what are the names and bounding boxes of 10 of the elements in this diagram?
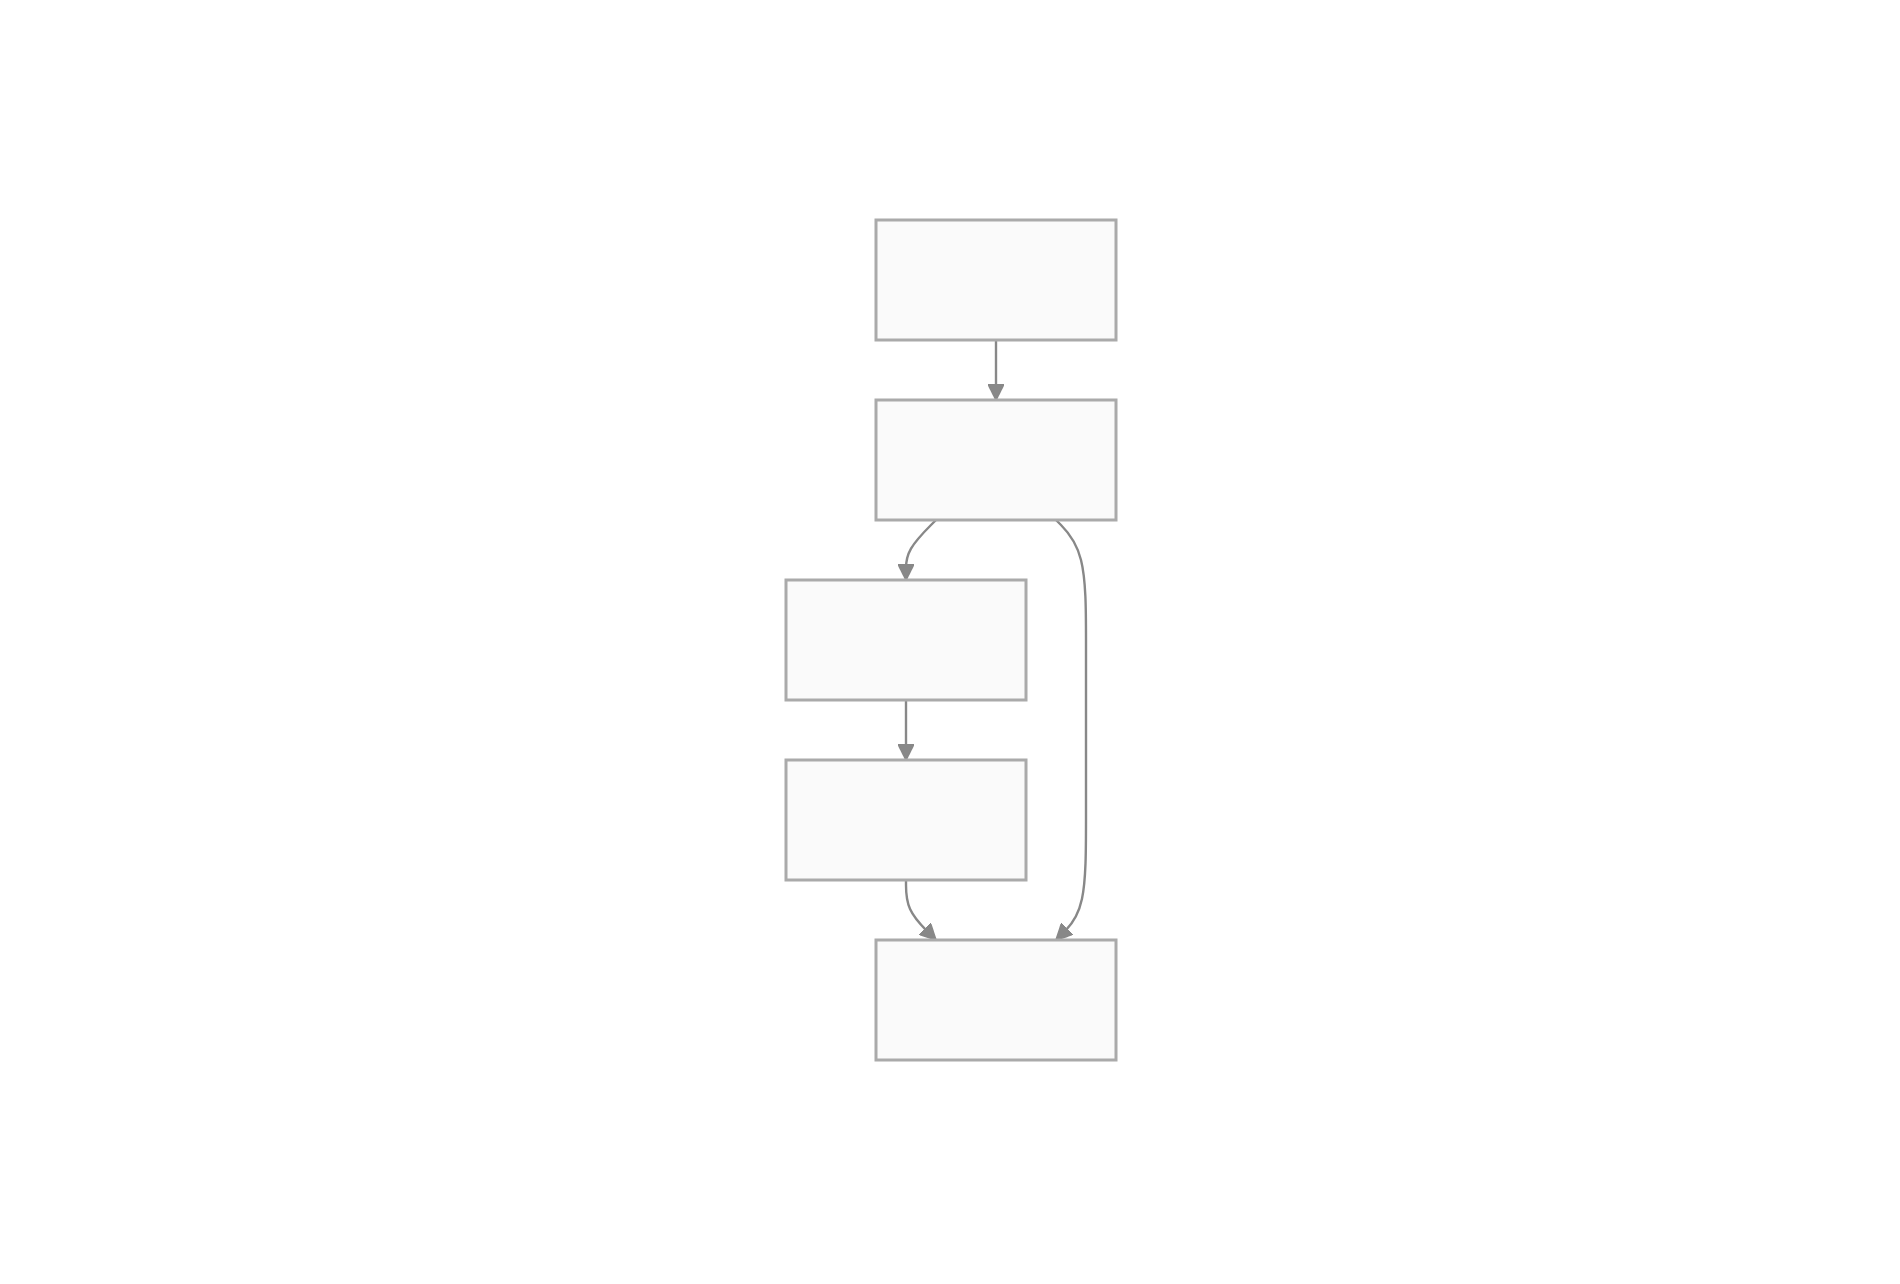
- node-box: [873, 938, 1117, 1062]
- node-box: [783, 578, 1027, 702]
- arrow: [903, 880, 936, 941]
- arrow: [896, 700, 914, 761]
- node-box: [873, 218, 1117, 342]
- arrow: [896, 519, 936, 581]
- node-box: [783, 758, 1027, 882]
- node-box: [873, 398, 1117, 522]
- arrow: [1054, 519, 1087, 941]
- arrow: [986, 340, 1004, 401]
